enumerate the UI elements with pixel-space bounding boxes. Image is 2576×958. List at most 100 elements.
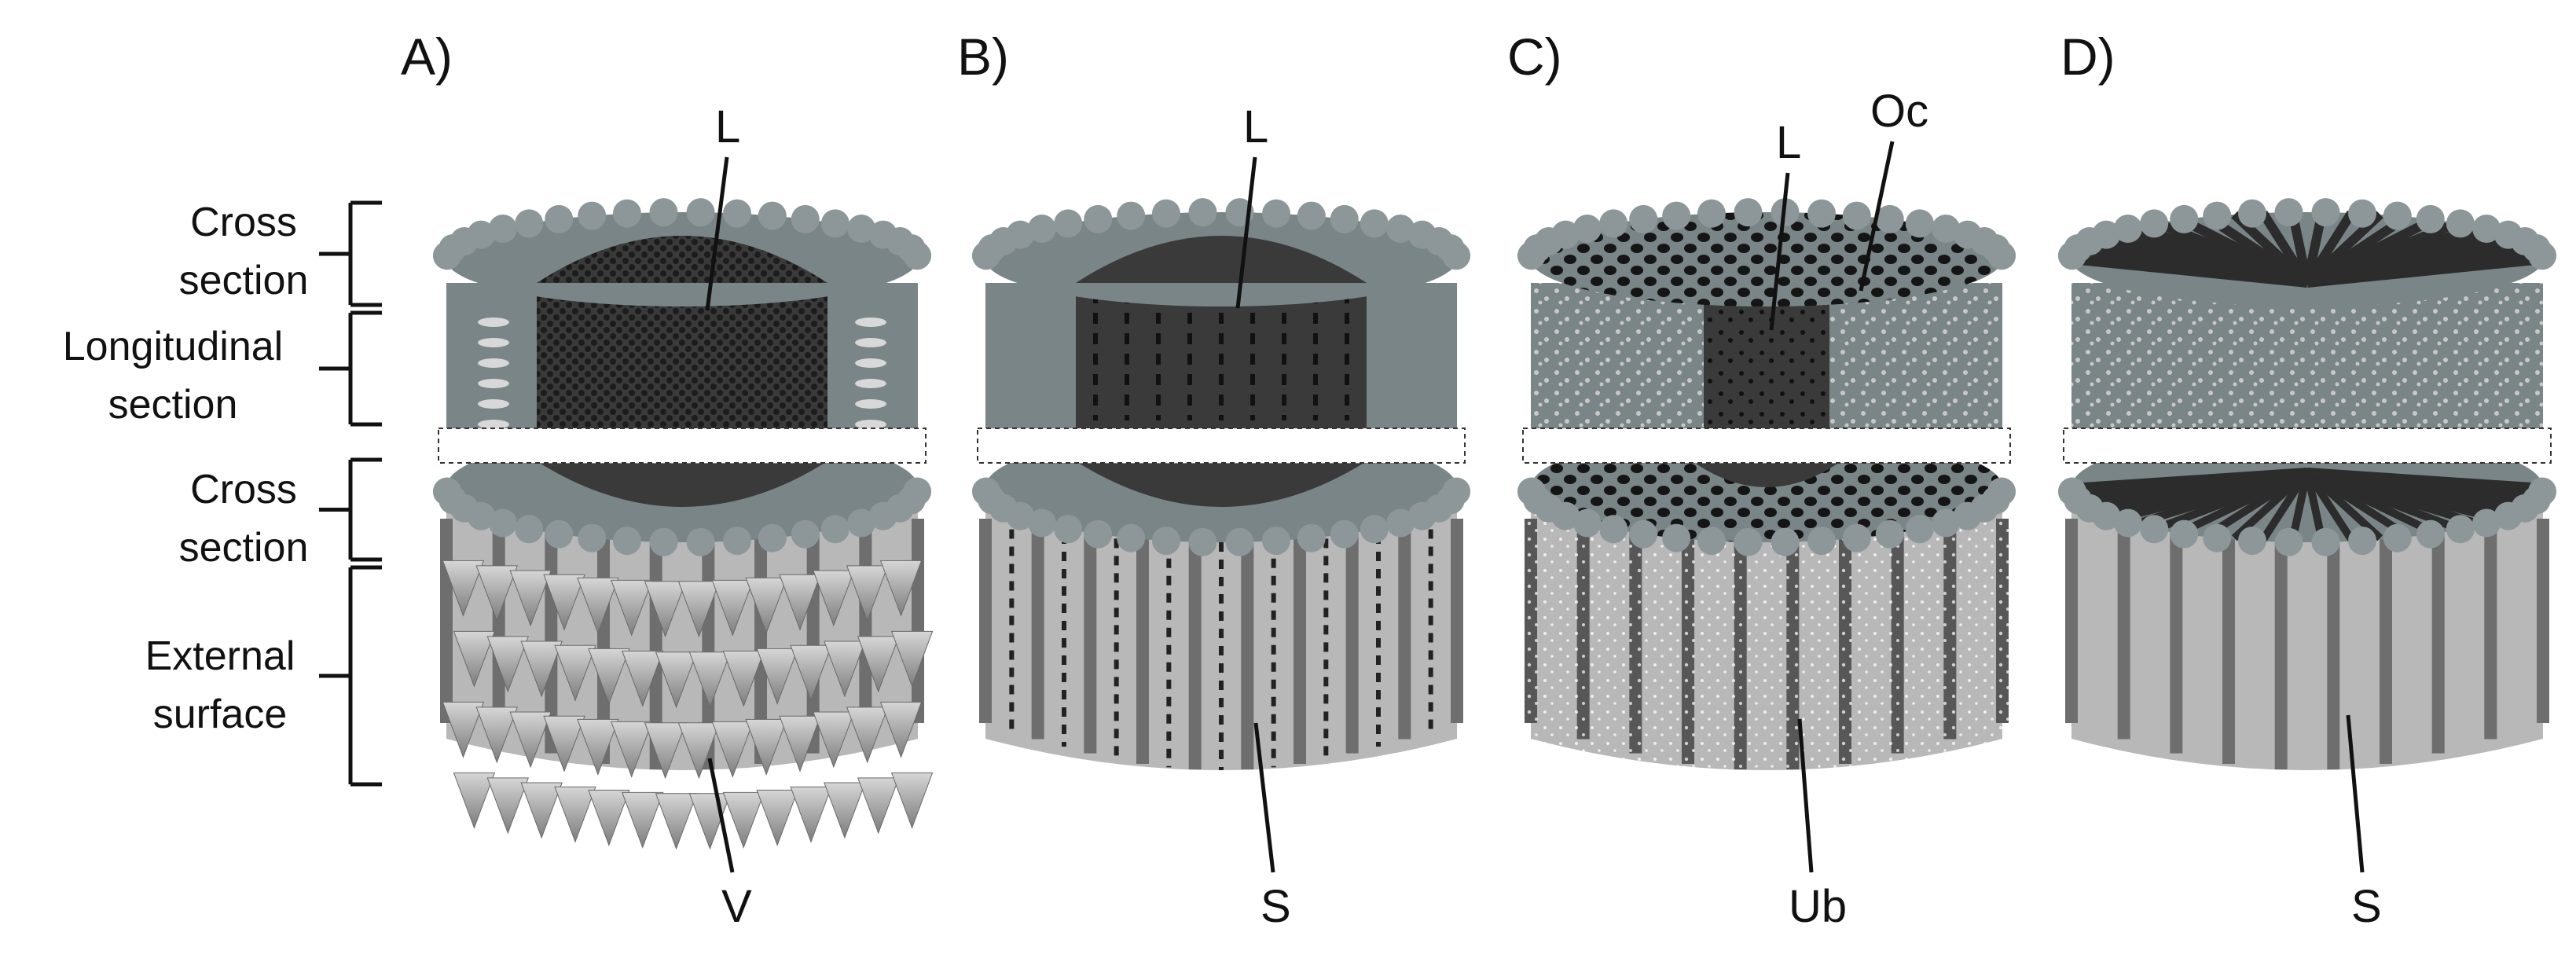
label-c-oc: Oc <box>1870 86 1929 137</box>
panel-c-surface-groove <box>1943 523 1957 740</box>
panel-a-villus <box>475 707 519 764</box>
panel-c-upper-rim-lobe <box>1875 204 1904 233</box>
panel-d-lower-rim-lobe <box>2140 515 2169 544</box>
panel-a-villus <box>610 721 653 778</box>
panel-a-villus <box>621 650 664 707</box>
panel-b-upper-rim-lobe <box>1442 241 1471 270</box>
panel-b-lower-rim-lobe <box>1330 519 1359 549</box>
panel-a-lower-rim-lobe <box>578 523 607 552</box>
panel-a-villus <box>509 711 552 769</box>
panel-d-lower-radial-fold <box>2288 470 2311 541</box>
callout-line-c-ub <box>1797 718 1814 873</box>
row-label-external-surface: External surface <box>145 633 295 737</box>
panel-a-upper-rim-lobe <box>488 215 517 244</box>
panel-a-lower-rim-lobe <box>903 477 932 506</box>
panel-d-lower-rim-lobe <box>2170 519 2199 549</box>
panel-a-villus <box>722 650 765 707</box>
label-b-lumen: L <box>1243 101 1269 152</box>
panel-a-upper-rim-lobe <box>515 209 544 238</box>
panel-b-lower-rim-lobe <box>1360 515 1389 544</box>
panel-a-villus <box>442 701 485 758</box>
panel-a-villus <box>554 786 596 843</box>
panel-b-surface-groove <box>1345 528 1359 754</box>
panel-a-villus <box>588 789 630 846</box>
panel-a-villus <box>442 560 485 617</box>
panel-a-lower-lumen <box>541 464 824 507</box>
panel-a-villus <box>644 722 687 780</box>
panel-d-upper-rim-lobe <box>2237 199 2266 228</box>
callout-line-d-s <box>2346 714 2365 873</box>
panel-a-villus <box>824 641 866 698</box>
panel-label-a: A) <box>401 28 453 86</box>
panel-b-upper-rim-lobe <box>1117 201 1146 230</box>
panel-c-lower-rim-lobe <box>1771 527 1800 556</box>
panel-d-lower-rim-lobe <box>2203 523 2232 552</box>
panel-b-upper-rim-lobe <box>1360 209 1389 238</box>
panel-d-upper-rim-lobe <box>2203 201 2232 230</box>
panel-d-surface-groove <box>2222 532 2235 764</box>
panel-c-lower-rim-lobe <box>1599 515 1628 544</box>
panel-a-lower-rim-lobe <box>467 501 496 530</box>
panel-d-upper-radial-fold <box>2259 210 2312 286</box>
label-b-s: S <box>1260 881 1291 932</box>
panel-d-lower-rim-lobe <box>2383 523 2412 552</box>
panel-a-villus <box>846 565 889 622</box>
panel-d-lower-radial-fold <box>2306 468 2544 491</box>
panel-a-villus <box>779 574 821 631</box>
panel-a-villus <box>813 711 855 769</box>
panel-b-lower-rim-lobe <box>1386 508 1415 538</box>
panel-c-lower-rim-lobe <box>1932 508 1961 538</box>
panel-c-surface-groove <box>1629 528 1642 754</box>
panel-b-upper-rim-lobe <box>1188 198 1217 227</box>
panel-a-upper-rim-lobe <box>791 204 820 233</box>
panel-d-surface-groove <box>2380 532 2392 764</box>
panel-d-external-surface <box>2071 487 2543 770</box>
panel-d-upper-rim-lobe <box>2274 198 2303 227</box>
panel-c-lower-rim-lobe <box>1629 519 1658 549</box>
panel-d-lower-rim-lobe <box>2348 527 2377 556</box>
panel-a-villus <box>779 715 821 773</box>
panel-d-upper-rim-lobe <box>2446 209 2475 238</box>
panel-b-upper-rim-lobe <box>1262 199 1291 228</box>
panel-a-villus <box>879 560 923 617</box>
panel-a-villus <box>655 793 698 850</box>
panel-a-upper-rim-lobe <box>545 204 574 233</box>
row-label-longitudinal-section: Longitudinal section <box>62 324 284 428</box>
panel-b-surface-groove <box>1031 523 1044 740</box>
panel-d-lower-rim-lobe <box>2113 508 2142 538</box>
panel-a-gland-left <box>478 399 509 409</box>
panel-a-gland-left <box>478 379 509 388</box>
panel-d-lower-rim-lobe <box>2472 508 2501 538</box>
panel-a-villus <box>688 652 732 709</box>
panel-b-surface-groove <box>1136 532 1149 764</box>
panel-c-surface-groove <box>1891 528 1904 754</box>
panel-c-upper-rim-lobe <box>1807 199 1837 228</box>
panel-a-gland-left <box>478 358 509 368</box>
panel-b-upper-rim-lobe <box>1330 204 1359 233</box>
panel-c-upper-rim-lobe <box>1987 241 2016 270</box>
panel-b-lower-rim-lobe <box>1054 515 1083 544</box>
panel-c-lower-rim-lobe <box>1662 523 1691 552</box>
panel-a-villus <box>610 579 653 637</box>
panel-label-c: C) <box>1507 28 1562 86</box>
row-label-cross-section-top: Cross section <box>178 200 309 303</box>
panel-a-lower-rim-lobe <box>847 508 876 538</box>
bracket-external-surface <box>319 565 382 787</box>
panel-c-lower-lumen <box>1696 464 1837 487</box>
callout-line-b-lumen <box>1235 156 1257 309</box>
panel-a-villus <box>756 789 798 846</box>
panel-a-villus <box>790 644 832 702</box>
panel-d-upper-rim-lobe <box>2416 204 2445 233</box>
panel-c-external-surface <box>1531 487 2002 770</box>
panel-d-surface-groove <box>2170 528 2183 754</box>
panel-a-gland-right <box>855 338 886 347</box>
panel-a-gland-left <box>478 338 509 347</box>
panel-b-lower-rim-lobe <box>1151 527 1180 556</box>
panel-a-villus <box>711 721 754 778</box>
panel-a-villus <box>486 636 530 693</box>
panel-a-lower-rim-lobe <box>515 515 544 544</box>
panel-b-upper-rim-lobe <box>1084 204 1113 233</box>
panel-b-upper-lumen-cap <box>1076 236 1367 283</box>
panel-d-surface-groove <box>2274 534 2288 770</box>
